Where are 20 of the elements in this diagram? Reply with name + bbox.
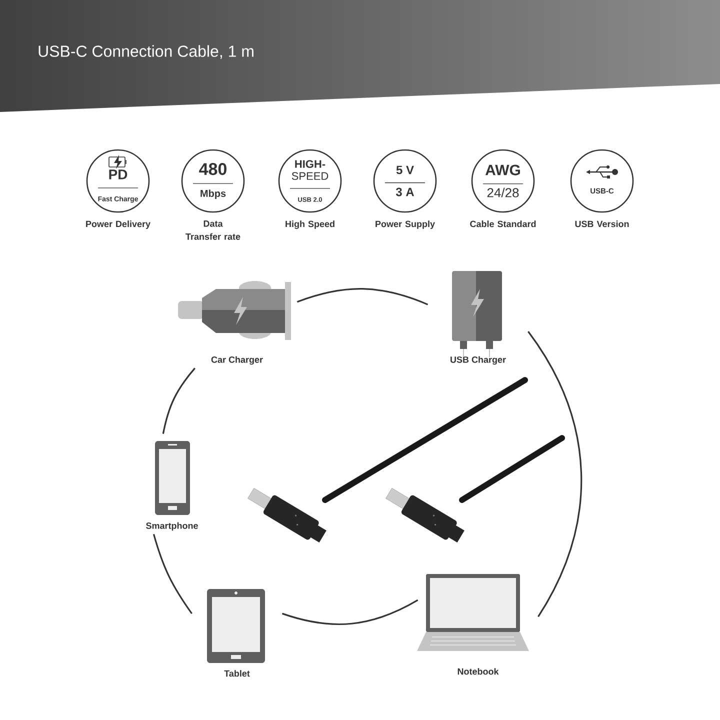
feature-caption: Cable Standard — [470, 220, 536, 228]
connector-arc — [162, 368, 196, 434]
device-label: Smartphone — [146, 522, 198, 531]
feature-caption: High Speed — [286, 220, 334, 229]
connector-arc — [296, 288, 428, 306]
connector-arc — [282, 599, 418, 626]
device-label: USB Charger — [450, 356, 506, 365]
device-label: Car Charger — [211, 356, 263, 365]
title: USB-C Connection Cable, 1 m — [38, 45, 254, 59]
connector-arc — [528, 331, 582, 618]
feature-caption: Data Transfer rate — [186, 220, 240, 240]
device-label: Notebook — [458, 668, 499, 675]
feature-badge: 480 Mbps — [181, 149, 245, 213]
feature-caption: Power Delivery — [86, 220, 150, 229]
device-label: Tablet — [224, 670, 250, 677]
connector-arc — [152, 534, 192, 614]
feature-caption: USB Version — [575, 220, 629, 228]
feature-badge: 5 V 3 A — [373, 149, 437, 213]
feature-badge: AWG 24/28 — [471, 149, 535, 213]
feature-caption: Power Supply — [376, 220, 435, 229]
